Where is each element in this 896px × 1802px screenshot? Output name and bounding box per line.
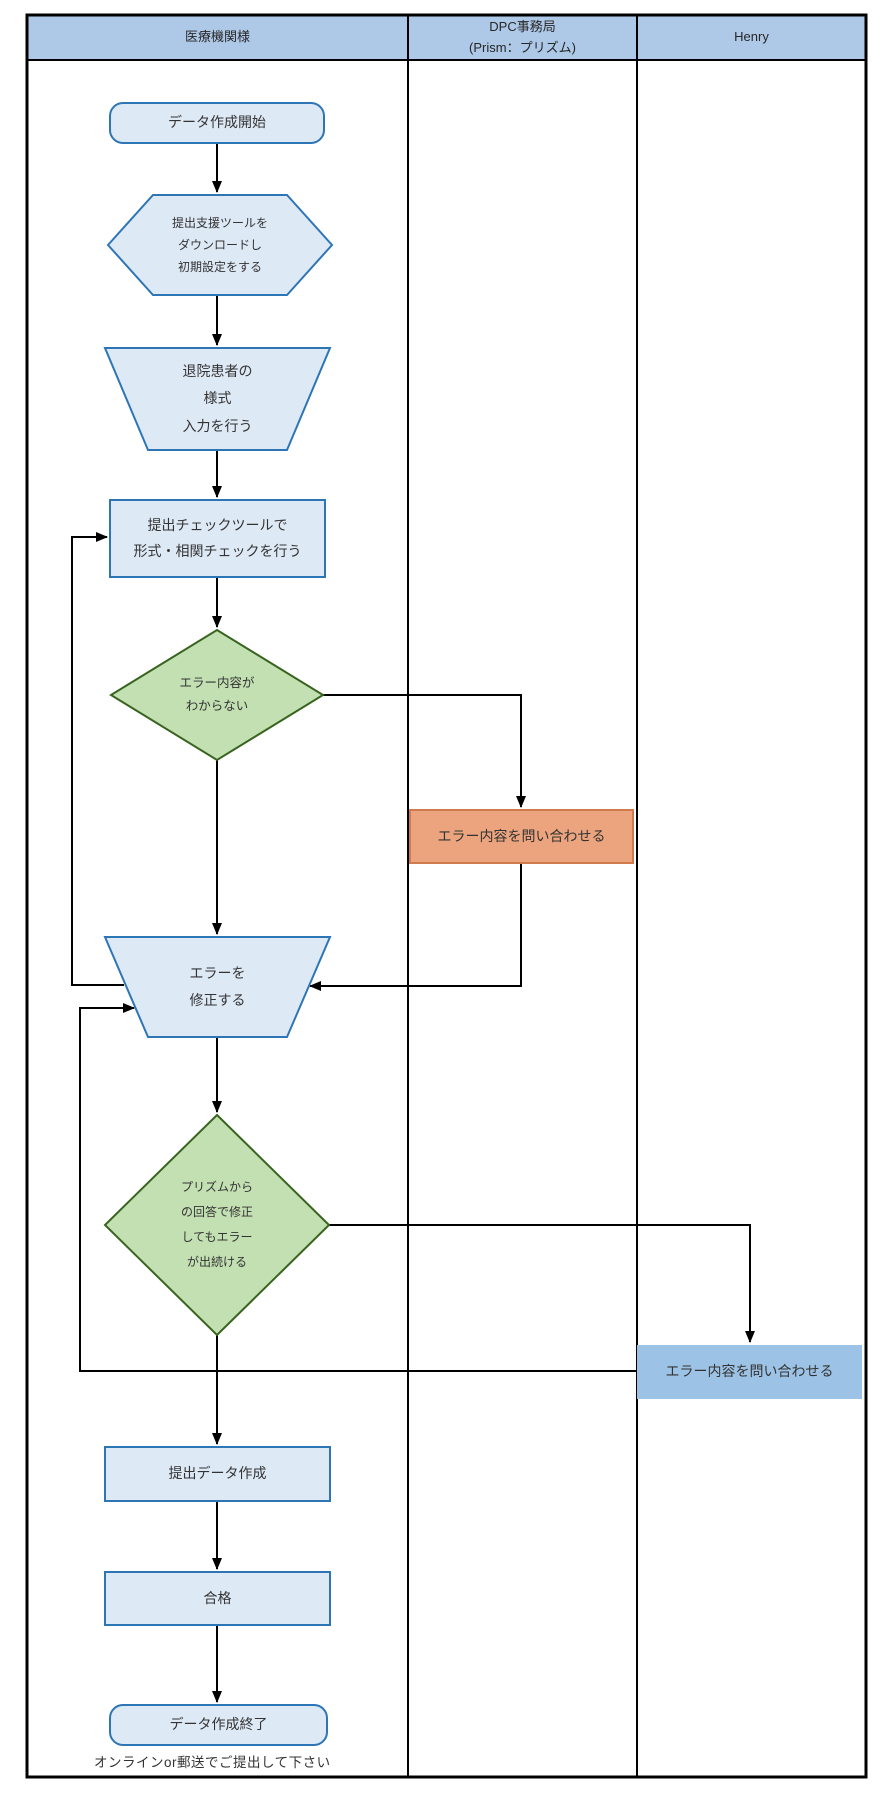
node-fix-errors-shape: [103, 936, 332, 1038]
node-inquire-henry-shape: [637, 1345, 862, 1399]
node-download-tool-shape: [106, 194, 334, 296]
node-error-unknown-shape: [109, 628, 325, 762]
connector-inquire-henry-to-fix: [79, 1003, 637, 1372]
header-cell-medical: [27, 15, 408, 60]
node-inquire-dpc-shape: [409, 809, 634, 864]
connector-decision1-to-inquire-dpc: [323, 694, 526, 808]
diagram-outer-border: [25, 13, 868, 1779]
connector-inquire-dpc-to-fix: [309, 863, 522, 991]
node-pass-shape: [104, 1571, 331, 1626]
submission-footnote: オンラインor郵送でご提出して下さい: [94, 1755, 331, 1770]
node-run-check-shape: [109, 499, 326, 578]
connector-fix-loop-to-check: [71, 532, 124, 986]
node-end-shape: [109, 1704, 328, 1746]
node-start-shape: [109, 102, 325, 144]
node-input-forms-shape: [103, 347, 332, 451]
node-create-data-shape: [104, 1446, 331, 1502]
connector-decision2-to-inquire-henry: [329, 1224, 755, 1343]
header-cell-dpc: [408, 15, 637, 60]
header-cell-henry: [637, 15, 866, 60]
connectors: [71, 143, 755, 1703]
node-error-persists-shape: [103, 1113, 331, 1337]
